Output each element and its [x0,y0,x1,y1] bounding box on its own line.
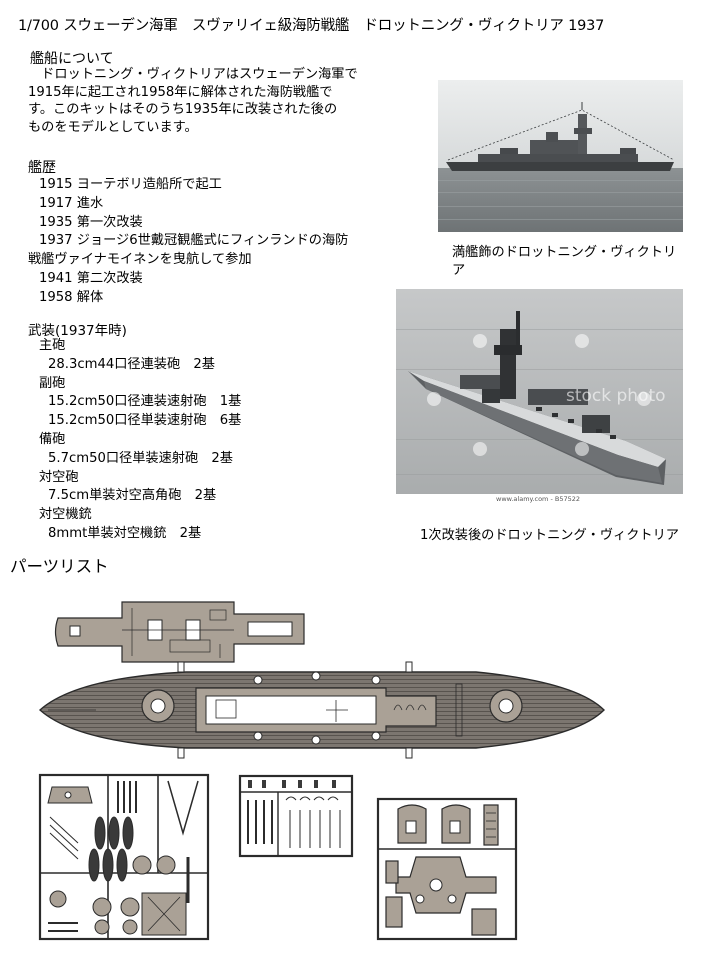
armament-weapon: 7.5cm単装対空高角砲 2基 [48,488,217,504]
history-item: 1915 ヨーテボリ造船所で起工 [39,177,222,192]
armament-weapon: 28.3cm44口径連装砲 2基 [48,356,215,372]
dressed-ship-caption: 満艦飾のドロットニング・ヴィクトリア [452,245,677,278]
history-list: 1915 ヨーテボリ造船所で起工 1917 進水 1935 第一次改装 1937… [28,176,348,308]
superstructure-deck-part [54,601,305,663]
refit-ship-caption: 1次改装後のドロットニング・ヴィクトリア [420,528,679,543]
about-line: す。このキットはそのうち1935年に改装された後の [28,102,338,117]
armament-weapon: 15.2cm50口径単装速射砲 6基 [48,413,242,429]
history-item-continued: 戦艦ヴァイナモイネンを曳航して参加 [28,252,252,268]
history-item: 1917 進水 [39,195,104,211]
photo-footer: www.alamy.com - B57522 [496,495,580,503]
history-item: 1937 ジョージ6世戴冠観艦式にフィンランドの海防 [39,233,349,249]
history-item: 1958 解体 [39,289,104,305]
parts-list-heading: パーツリスト [10,557,109,576]
history-heading: 艦歴 [28,160,56,176]
armament-category: 備砲 [39,431,66,447]
refit-ship-photo: stock photo www.alamy.com - B57522 [396,289,683,503]
sprue-b-part [238,774,354,858]
about-line: ものをモデルとしています。 [28,119,198,135]
about-line: ドロットニング・ヴィクトリアはスウェーデン海軍で [28,67,358,82]
armament-category: 主砲 [39,338,66,353]
main-deck-part [38,661,605,759]
about-heading: 艦船について [30,51,114,67]
history-item: 1935 第一次改装 [39,214,143,230]
watermark-a-marks [427,334,651,456]
armament-weapon: 5.7cm50口径単装速射砲 2基 [48,450,233,466]
about-body: ドロットニング・ヴィクトリアはスウェーデン海軍で 1915年に起工され1958年… [28,66,358,136]
armament-category: 副砲 [39,375,66,391]
sprue-a-part [38,773,210,941]
armament-heading: 武装(1937年時) [28,323,127,339]
page-title: 1/700 スウェーデン海軍 スヴァリイェ級海防戦艦 ドロットニング・ヴィクトリ… [18,18,605,34]
history-item: 1941 第二次改装 [39,270,143,286]
armament-category: 対空機銃 [39,507,92,523]
armament-weapon: 8mmt単装対空機銃 2基 [48,525,202,541]
sprue-c-part [376,797,518,941]
stock-watermark: stock photo [566,386,666,406]
dressed-ship-photo [438,80,683,232]
armament-weapon: 15.2cm50口径連装速射砲 1基 [48,394,242,410]
armament-list: 主砲 28.3cm44口径連装砲 2基 副砲 15.2cm50口径連装速射砲 1… [28,337,241,544]
about-line: 1915年に起工され1958年に解体された海防戦艦で [28,84,333,100]
armament-category: 対空砲 [39,469,79,485]
